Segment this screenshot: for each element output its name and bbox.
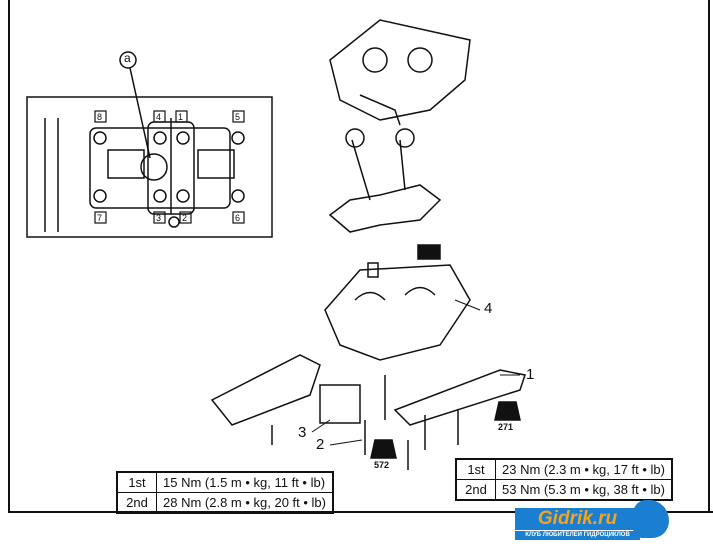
bolt-sequence-number: 4 (156, 112, 162, 122)
bolt-sequence-number: 5 (235, 112, 241, 122)
bolt-sequence-number: 1 (178, 112, 184, 122)
logo-title: Gidrik.ru (515, 508, 640, 530)
part-label-1: 1 (526, 366, 535, 383)
frame-line (8, 0, 10, 512)
value-cell: 28 Nm (2.8 m • kg, 20 ft • lb) (156, 492, 334, 514)
part-label-3: 3 (298, 424, 307, 441)
crankshaft (328, 128, 442, 233)
bolt-sequence-number: 2 (182, 213, 188, 223)
frame-line (8, 511, 713, 513)
frame-line (708, 0, 710, 512)
value-cell: 15 Nm (1.5 m • kg, 11 ft • lb) (156, 471, 334, 493)
callout-a: a (124, 51, 131, 65)
part-label-4: 4 (484, 300, 493, 317)
bolt-sequence-number: 7 (97, 213, 103, 223)
loctite-572-icon (370, 439, 397, 459)
lower-crankcase (324, 244, 471, 361)
loctite-271-icon (494, 401, 521, 421)
engine-mount-brackets (210, 354, 526, 426)
bolt-sequence-number: 8 (97, 112, 103, 122)
bolt-sequence-inset (26, 51, 273, 238)
upper-crankcase (329, 19, 471, 126)
bolt-sequence-number: 6 (235, 213, 241, 223)
gidrik-watermark-logo: Gidrik.ru КЛУБ ЛЮБИТЕЛЕЙ ГИДРОЦИКЛОВ (515, 500, 669, 544)
step-cell: 2nd (455, 479, 496, 501)
value-cell: 53 Nm (5.3 m • kg, 38 ft • lb) (495, 479, 673, 501)
value-cell: 23 Nm (2.3 m • kg, 17 ft • lb) (495, 458, 673, 480)
step-cell: 1st (116, 471, 157, 493)
step-cell: 2nd (116, 492, 157, 514)
part-label-2: 2 (316, 436, 325, 453)
logo-subtitle: КЛУБ ЛЮБИТЕЛЕЙ ГИДРОЦИКЛОВ (515, 531, 640, 540)
step-cell: 1st (455, 458, 496, 480)
leader-lines (311, 299, 520, 446)
bolts (271, 375, 459, 470)
bolt-sequence-number: 3 (156, 213, 162, 223)
sealant-572-label: 572 (374, 460, 390, 470)
sealant-271-label: 271 (498, 422, 514, 432)
